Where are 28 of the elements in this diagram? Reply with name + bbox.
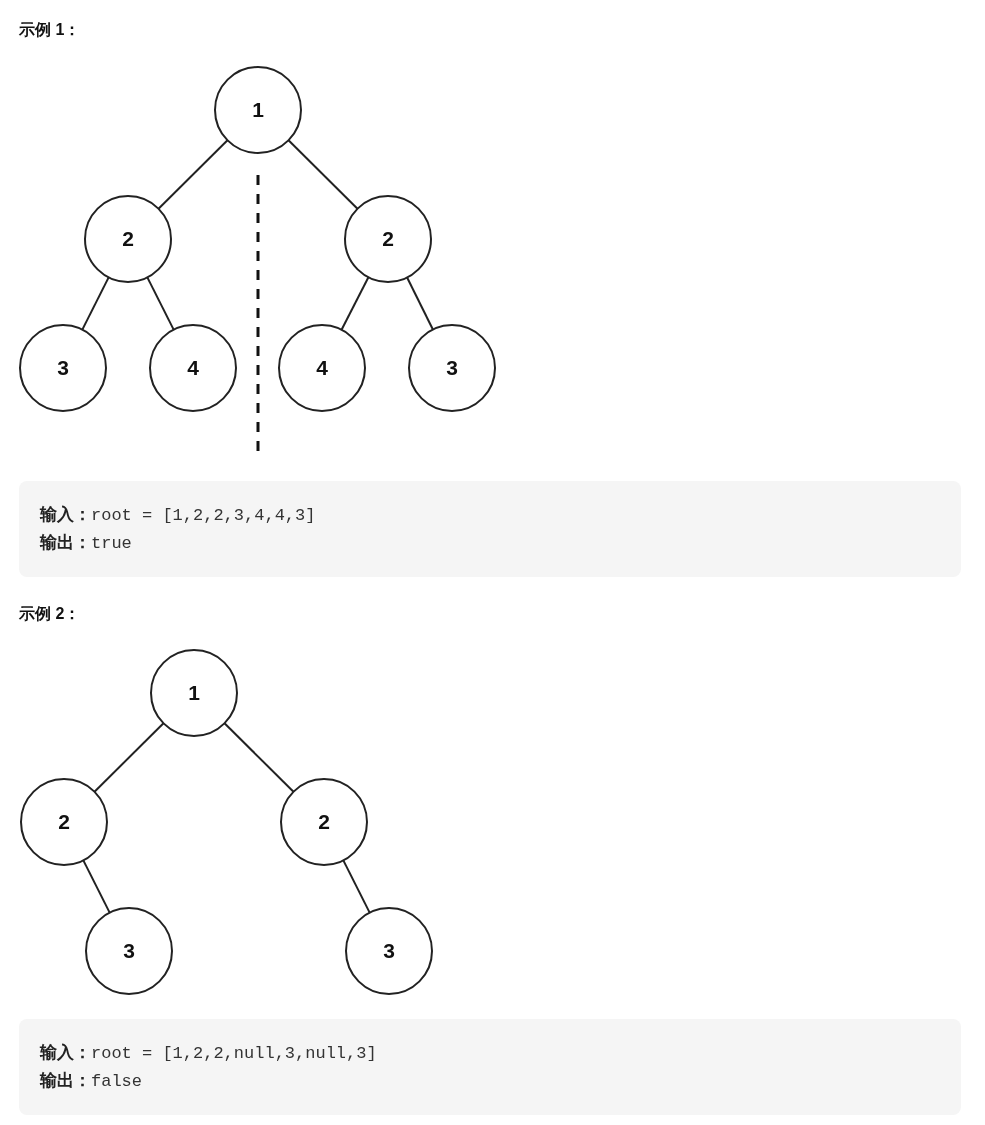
code-line: 输出：false	[40, 1069, 142, 1093]
tree-node-circle: 3	[19, 324, 107, 412]
tree-node-circle: 1	[214, 66, 302, 154]
tree-node-circle: 3	[85, 907, 173, 995]
tree-node-circle: 4	[149, 324, 237, 412]
tree-edge	[81, 276, 110, 331]
tree-node-circle: 4	[278, 324, 366, 412]
tree-edge	[93, 722, 165, 793]
tree-node-circle: 2	[344, 195, 432, 283]
tree-node-circle: 3	[345, 907, 433, 995]
tree-edge	[223, 722, 295, 793]
example-heading: 示例 1：	[19, 20, 81, 40]
tree-edge	[340, 276, 370, 331]
tree-edge	[342, 859, 371, 914]
tree-edge	[406, 276, 434, 331]
code-line: 输入：root = [1,2,2,null,3,null,3]	[40, 1041, 377, 1065]
tree-edge	[82, 859, 111, 914]
example-heading: 示例 2：	[19, 604, 81, 624]
tree-edge	[157, 139, 229, 210]
tree-edge	[287, 139, 359, 210]
tree-node-circle: 1	[150, 649, 238, 737]
tree-node-circle: 2	[84, 195, 172, 283]
tree-node-circle: 2	[20, 778, 108, 866]
tree-edge	[146, 276, 175, 331]
tree-node-circle: 2	[280, 778, 368, 866]
code-line: 输出：true	[40, 531, 132, 555]
tree-node-circle: 3	[408, 324, 496, 412]
code-line: 输入：root = [1,2,2,3,4,4,3]	[40, 503, 316, 527]
